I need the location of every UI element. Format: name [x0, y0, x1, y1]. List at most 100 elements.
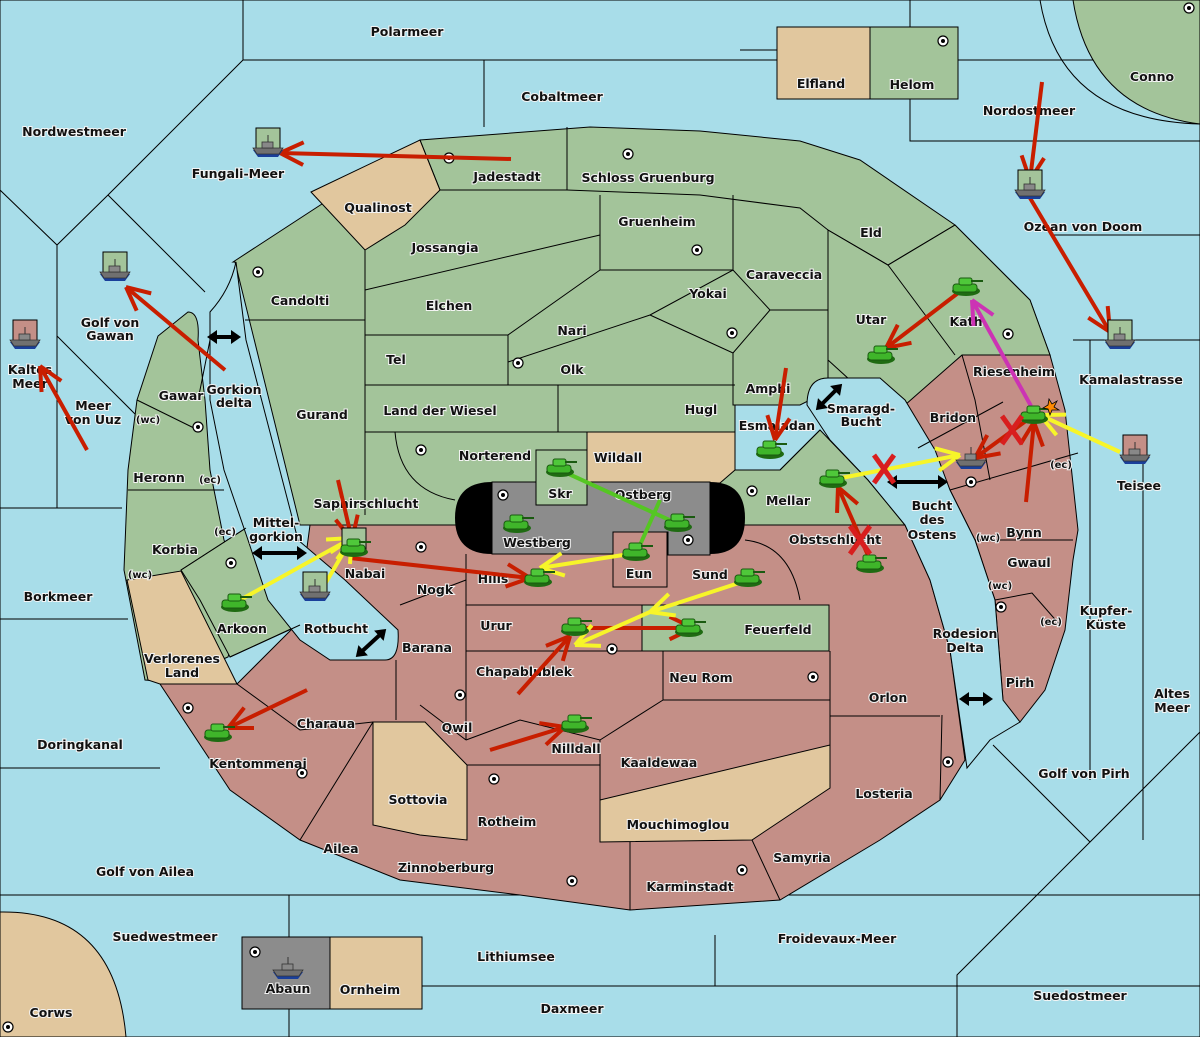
label-kupfer-kueste-2[interactable]: Küste	[1085, 616, 1127, 633]
label-ostberg[interactable]: Ostberg	[614, 486, 673, 503]
army-tank-icon[interactable]	[867, 345, 898, 364]
label-nabai[interactable]: Nabai	[344, 565, 387, 582]
label-skr[interactable]: Skr	[547, 485, 573, 502]
label-bucht-des-ostens-2[interactable]: des	[919, 511, 946, 528]
label-gawar[interactable]: Gawar	[158, 387, 206, 404]
label-caraveccia[interactable]: Caraveccia	[745, 266, 823, 283]
label-tel[interactable]: Tel	[385, 351, 407, 368]
label-mittelgorkion-1[interactable]: Mittel-	[252, 514, 301, 531]
label-arkoon[interactable]: Arkoon	[216, 620, 268, 637]
label-golf-von-gawan-2[interactable]: Gawan	[85, 327, 135, 344]
label-altes-meer-1[interactable]: Altes	[1153, 685, 1191, 702]
fleet-ship-icon[interactable]	[9, 319, 41, 349]
label-urur[interactable]: Urur	[479, 617, 513, 634]
label-polarmeer[interactable]: Polarmeer	[370, 23, 446, 40]
fleet-ship-icon[interactable]	[252, 127, 284, 157]
label-zinnoberburg[interactable]: Zinnoberburg	[397, 859, 495, 876]
label-korbia[interactable]: Korbia	[151, 541, 199, 558]
label-mittelgorkion-2[interactable]: gorkion	[248, 528, 304, 545]
army-tank-icon[interactable]	[675, 618, 706, 637]
label-chapablublek[interactable]: Chapablublek	[475, 663, 574, 680]
label-amphi[interactable]: Amphi	[745, 380, 792, 397]
fleet-ship-icon[interactable]	[1119, 434, 1151, 464]
army-tank-icon[interactable]	[561, 617, 592, 636]
territory-conno[interactable]	[1072, 0, 1200, 125]
fleet-ship-icon[interactable]	[272, 957, 304, 979]
label-sund[interactable]: Sund	[691, 566, 729, 583]
label-hugl[interactable]: Hugl	[684, 401, 719, 418]
label-meer-von-uuz-2[interactable]: von Uuz	[64, 411, 122, 428]
army-tank-icon[interactable]	[204, 723, 235, 742]
army-tank-icon[interactable]	[952, 277, 983, 296]
label-ailea[interactable]: Ailea	[322, 840, 359, 857]
fleet-ship-icon[interactable]	[299, 571, 331, 601]
label-rodesion-delta-2[interactable]: Delta	[945, 639, 985, 656]
label-abaun[interactable]: Abaun	[265, 980, 312, 997]
label-daxmeer[interactable]: Daxmeer	[539, 1000, 605, 1017]
label-doringkanal[interactable]: Doringkanal	[36, 736, 124, 753]
army-tank-icon[interactable]	[524, 568, 555, 587]
label-nilldall[interactable]: Nilldall	[550, 740, 601, 757]
label-helom[interactable]: Helom	[889, 76, 936, 93]
label-yokai[interactable]: Yokai	[687, 285, 728, 302]
territory-elfland[interactable]	[776, 26, 871, 100]
label-golf-von-ailea[interactable]: Golf von Ailea	[95, 863, 195, 880]
label-bynn[interactable]: Bynn	[1005, 524, 1042, 541]
label-elfland[interactable]: Elfland	[796, 75, 846, 92]
label-mouchimoglou[interactable]: Mouchimoglou	[626, 816, 731, 833]
label-gurand[interactable]: Gurand	[295, 406, 349, 423]
label-smaragd-bucht-2[interactable]: Bucht	[840, 413, 883, 430]
fleet-ship-icon[interactable]	[955, 447, 987, 469]
label-kupfer-kueste-1[interactable]: Kupfer-	[1079, 602, 1134, 619]
label-norterend[interactable]: Norterend	[458, 447, 532, 464]
label-corws[interactable]: Corws	[29, 1004, 74, 1021]
label-froidevaux-meer[interactable]: Froidevaux-Meer	[777, 930, 898, 947]
label-ornheim[interactable]: Ornheim	[339, 981, 401, 998]
label-saphirschlucht[interactable]: Saphirschlucht	[313, 495, 420, 512]
label-neu-rom[interactable]: Neu Rom	[668, 669, 733, 686]
army-tank-icon[interactable]	[622, 542, 653, 561]
label-barana[interactable]: Barana	[401, 639, 453, 656]
army-tank-icon[interactable]	[561, 714, 592, 733]
army-tank-icon[interactable]	[664, 513, 695, 532]
territory-corws[interactable]	[0, 911, 127, 1037]
label-gorkion-delta-1[interactable]: Gorkion	[205, 381, 262, 398]
label-borkmeer[interactable]: Borkmeer	[23, 588, 95, 605]
label-schloss-gruenburg[interactable]: Schloss Gruenburg	[580, 169, 715, 186]
army-tank-icon[interactable]	[340, 527, 371, 557]
label-wildall[interactable]: Wildall	[593, 449, 643, 466]
army-tank-icon[interactable]	[819, 469, 850, 488]
label-verlorenes-land-1[interactable]: Verlorenes	[143, 650, 221, 667]
label-suedwestmeer[interactable]: Suedwestmeer	[112, 928, 220, 945]
label-karminstadt[interactable]: Karminstadt	[645, 878, 734, 895]
label-lithiumsee[interactable]: Lithiumsee	[476, 948, 556, 965]
label-verlorenes-land-2[interactable]: Land	[164, 664, 200, 681]
label-kentommenai[interactable]: Kentommenai	[208, 755, 308, 772]
label-cobaltmeer[interactable]: Cobaltmeer	[520, 88, 604, 105]
label-bridon[interactable]: Bridon	[929, 409, 977, 426]
label-samyria[interactable]: Samyria	[772, 849, 832, 866]
label-rotheim[interactable]: Rotheim	[477, 813, 538, 830]
label-westberg[interactable]: Westberg	[502, 534, 572, 551]
army-tank-icon[interactable]	[221, 593, 252, 612]
label-candolti[interactable]: Candolti	[270, 292, 331, 309]
army-tank-icon[interactable]	[503, 514, 534, 533]
label-obstschlucht[interactable]: Obstschlucht	[788, 531, 882, 548]
label-pirh[interactable]: Pirh	[1005, 674, 1036, 691]
label-conno[interactable]: Conno	[1129, 68, 1176, 85]
army-tank-icon[interactable]	[856, 554, 887, 573]
label-eld[interactable]: Eld	[859, 224, 883, 241]
label-gorkion-delta-2[interactable]: delta	[215, 394, 253, 411]
fleet-ship-icon[interactable]	[1014, 169, 1046, 199]
label-gruenheim[interactable]: Gruenheim	[617, 213, 696, 230]
label-kamalastrasse[interactable]: Kamalastrasse	[1078, 371, 1184, 388]
label-charaua[interactable]: Charaua	[296, 715, 356, 732]
label-ozean-von-doom[interactable]: Ozean von Doom	[1023, 218, 1144, 235]
label-sottovia[interactable]: Sottovia	[388, 791, 449, 808]
label-rodesion-delta-1[interactable]: Rodesion	[932, 625, 999, 642]
label-gwaul[interactable]: Gwaul	[1006, 554, 1051, 571]
label-land-der-wiesel[interactable]: Land der Wiesel	[382, 402, 497, 419]
army-tank-icon[interactable]	[734, 568, 765, 587]
label-losteria[interactable]: Losteria	[854, 785, 913, 802]
